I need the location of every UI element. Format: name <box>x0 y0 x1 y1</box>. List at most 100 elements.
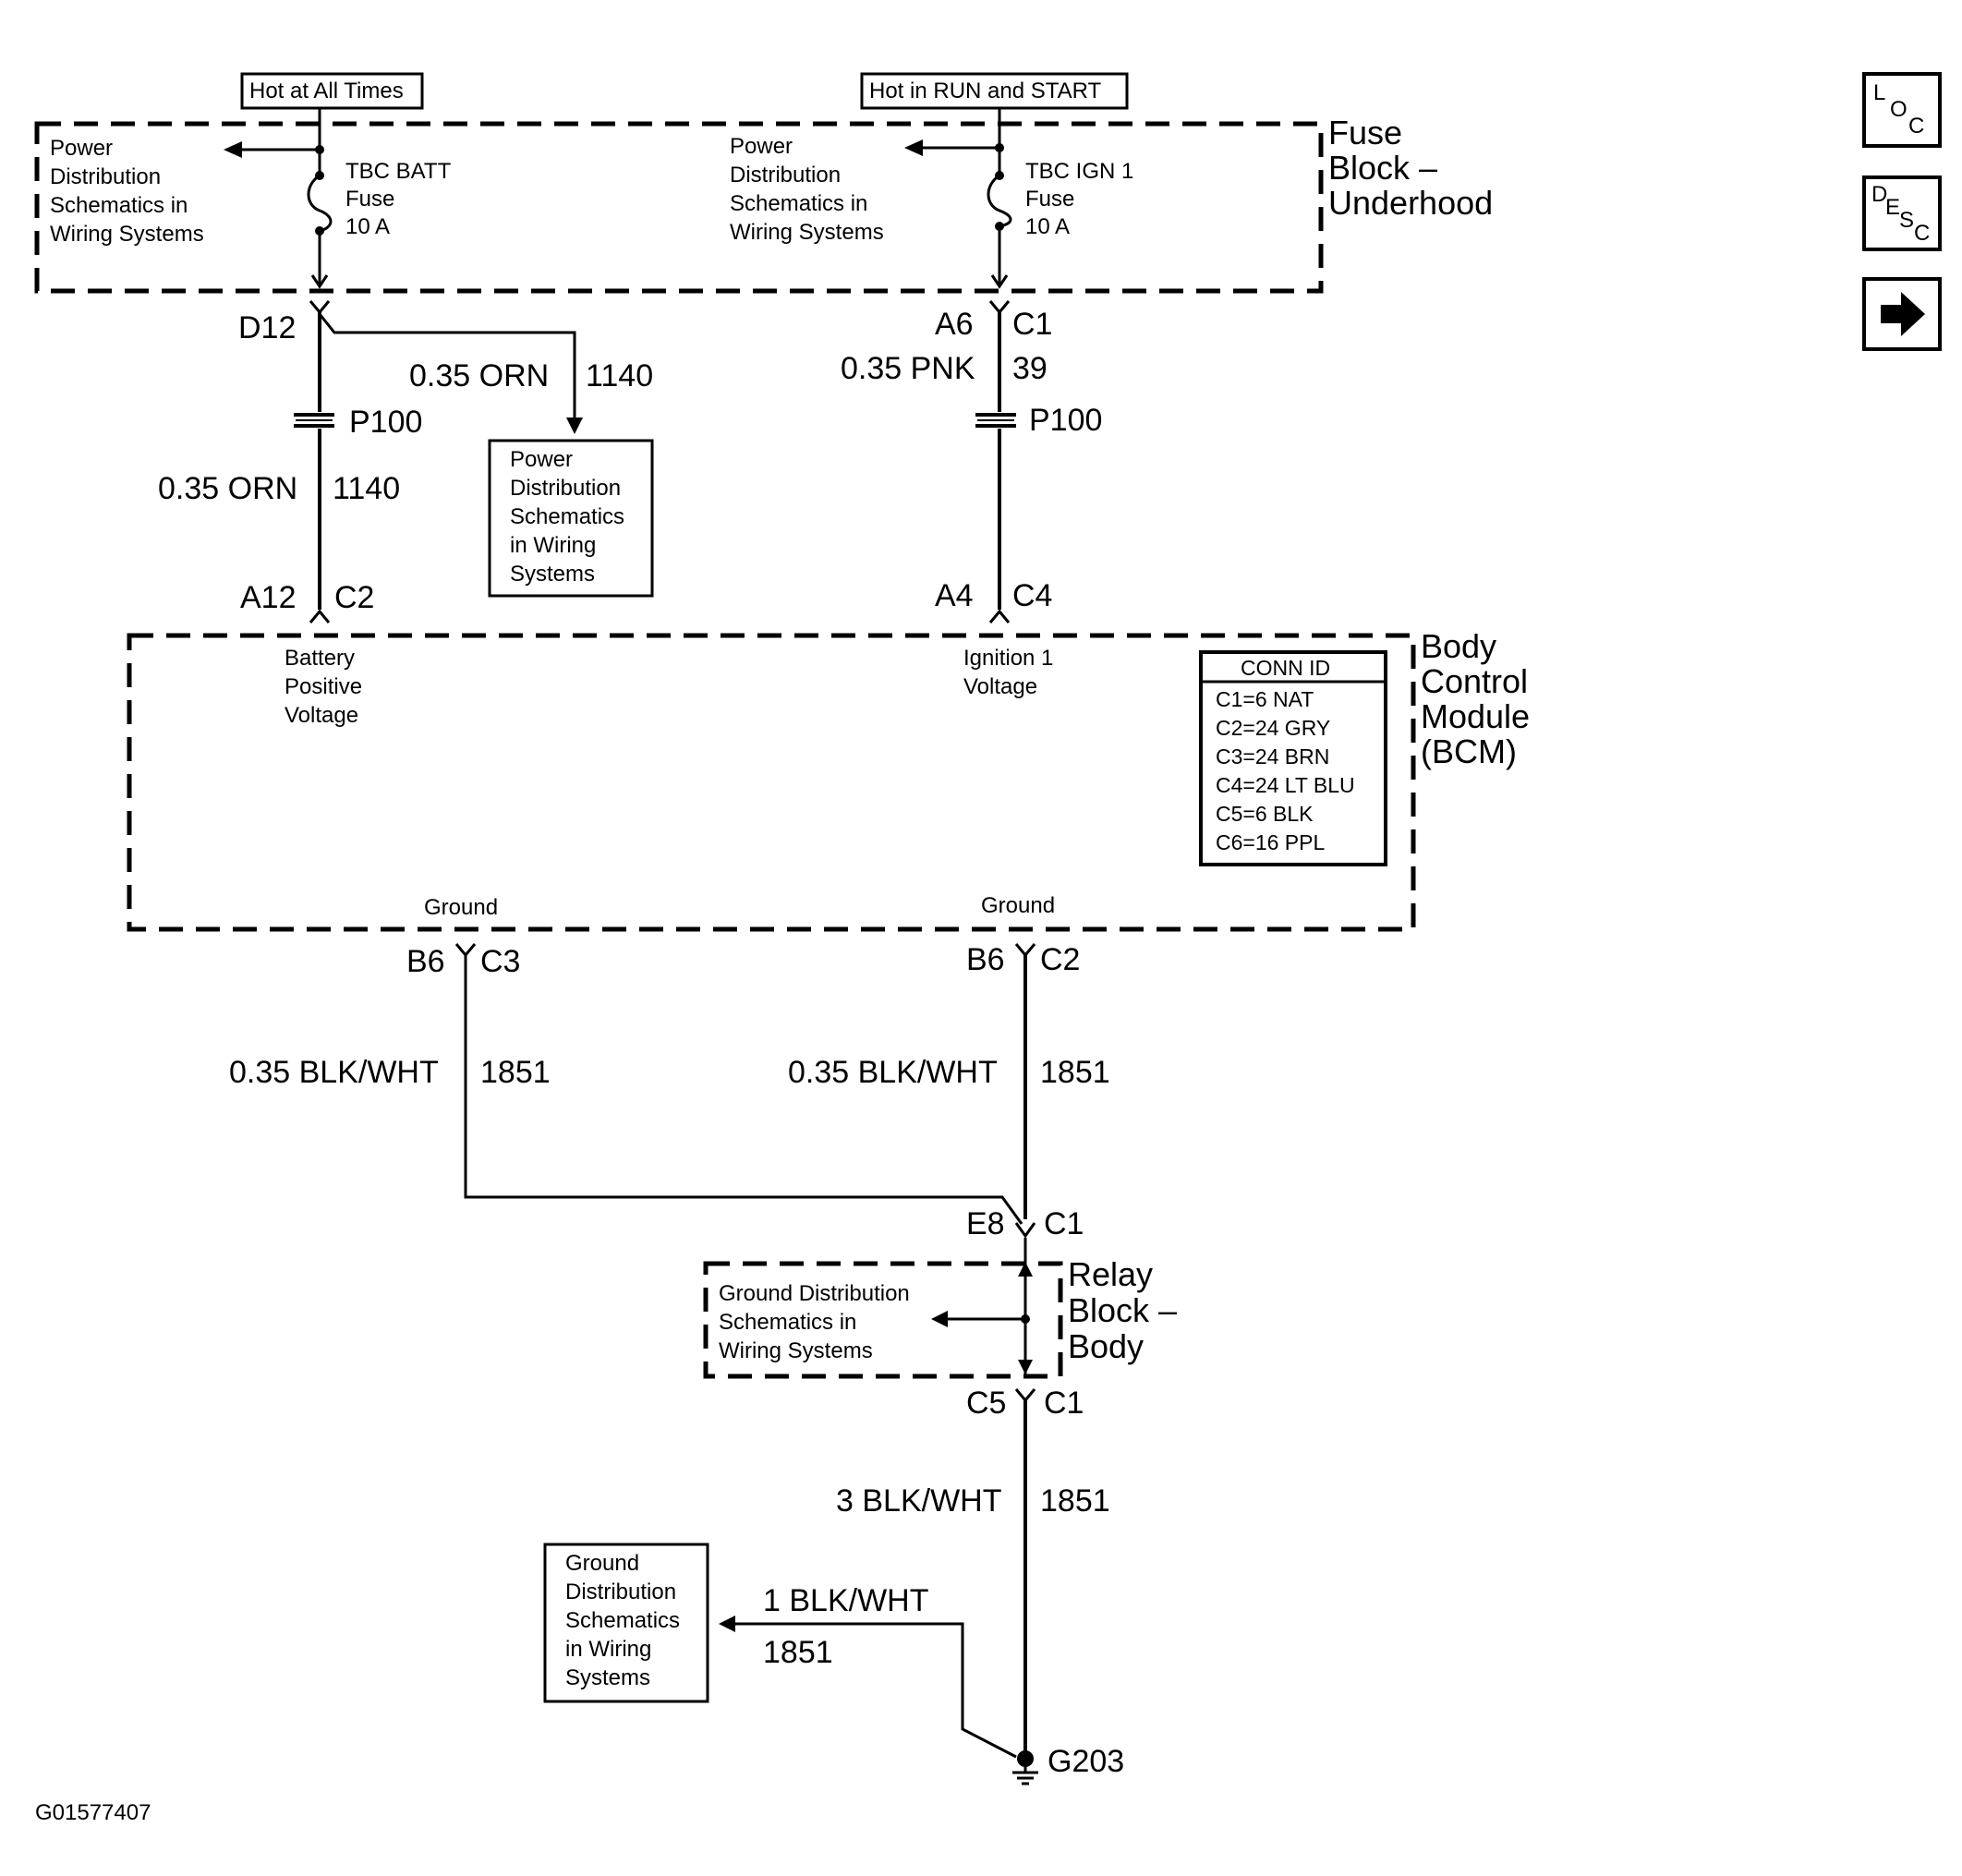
ignition-voltage-1: Ignition 1 <box>963 646 1053 671</box>
ground-distribution-ref-box <box>543 1543 709 1703</box>
connector-c5: C5 <box>966 1386 1006 1421</box>
ground-g203: G203 <box>1048 1744 1124 1779</box>
ground-box-line-2: Distribution <box>565 1579 676 1604</box>
desc-letter-c: C <box>1914 221 1930 246</box>
power-box-line-2: Distribution <box>510 476 621 501</box>
conn-id-row-4: C4=24 LT BLU <box>1216 773 1355 797</box>
tbc-batt-fuse-symbol <box>307 174 333 233</box>
power-box-line-1: Power <box>510 447 573 472</box>
relay-block-outline <box>703 1261 1063 1379</box>
hot-at-all-times-label: Hot at All Times <box>249 79 404 103</box>
bcm-title-3: Module <box>1421 697 1530 735</box>
bcm-title-4: (BCM) <box>1421 732 1517 770</box>
ground-box-line-4: in Wiring <box>565 1637 651 1662</box>
battery-voltage-1: Battery <box>285 646 355 671</box>
conn-id-title: CONN ID <box>1241 656 1330 680</box>
connector-b6-left: B6 <box>406 944 445 979</box>
ground-box-line-1: Ground <box>565 1551 639 1576</box>
inline-connector-p100-left <box>294 413 334 428</box>
conn-id-row-5: C5=6 BLK <box>1216 802 1314 826</box>
bcm-outline <box>127 633 1416 932</box>
figure-id: G01577407 <box>35 1800 151 1825</box>
fuse-block-title-2: Block – <box>1328 149 1437 187</box>
connector-a6: A6 <box>935 307 974 342</box>
loc-button[interactable]: L O C <box>1862 72 1942 148</box>
connector-c4: C4 <box>1012 578 1052 613</box>
arrow-right-icon <box>1881 292 1925 336</box>
connector-c2-bottom: C2 <box>1040 942 1080 977</box>
ignition-voltage-2: Voltage <box>963 674 1037 699</box>
left-power-ref-2: Distribution <box>50 164 161 189</box>
wire-blkwht-3-gauge: 3 BLK/WHT <box>836 1483 1001 1519</box>
connector-c1-low: C1 <box>1044 1386 1084 1421</box>
loc-letter-c: C <box>1908 114 1924 139</box>
tbc-ign1-fuse-label-1: TBC IGN 1 <box>1025 159 1133 184</box>
relay-block-title-2: Block – <box>1068 1291 1177 1329</box>
right-power-ref-3: Schematics in <box>730 191 867 216</box>
wire-blkwht-left-gauge: 0.35 BLK/WHT <box>229 1055 439 1090</box>
connector-a4: A4 <box>935 578 974 613</box>
hot-at-all-times-box <box>240 72 424 110</box>
conn-id-row-6: C6=16 PPL <box>1216 830 1325 854</box>
connector-d12: D12 <box>238 310 296 345</box>
left-power-ref-arrow <box>224 141 242 158</box>
desc-button[interactable]: D E S C <box>1862 175 1942 251</box>
fuse-block-title-1: Fuse <box>1328 114 1402 151</box>
conn-id-row-2: C2=24 GRY <box>1216 716 1330 740</box>
wire-blkwht-left-circuit: 1851 <box>480 1055 551 1090</box>
right-power-ref-1: Power <box>730 134 793 159</box>
wire-blkwht-right-gauge: 0.35 BLK/WHT <box>788 1055 998 1090</box>
circuit-1140: D12 0.35 ORN 1140 P100 0.35 ORN 1140 A12… <box>158 300 654 623</box>
fuse-block-outline <box>34 121 1324 294</box>
tbc-batt-fuse-label-2: Fuse <box>345 187 394 212</box>
next-button[interactable] <box>1862 277 1942 351</box>
relay-block-title-1: Relay <box>1068 1255 1153 1293</box>
wire-pnk-gauge: 0.35 PNK <box>841 351 975 386</box>
wire-pnk-circuit: 39 <box>1012 351 1048 386</box>
hot-in-run-start-box <box>860 72 1129 110</box>
left-power-ref-4: Wiring Systems <box>50 222 204 247</box>
wire-blkwht-1-gauge: 1 BLK/WHT <box>763 1583 928 1618</box>
fuse-block-title-3: Underhood <box>1328 184 1493 222</box>
tbc-batt-fuse-label-3: 10 A <box>345 214 390 239</box>
conn-id-table: CONN ID C1=6 NAT C2=24 GRY C3=24 BRN C4=… <box>1199 650 1387 866</box>
body-control-module: Body Control Module (BCM) Battery Positi… <box>127 627 1530 932</box>
wire-blkwht-3-circuit: 1851 <box>1040 1483 1110 1519</box>
ground-label-left: Ground <box>424 895 498 920</box>
desc-letter-e: E <box>1885 195 1900 220</box>
hot-in-run-start-label: Hot in RUN and START <box>869 79 1102 103</box>
relay-ground-ref-3: Wiring Systems <box>719 1338 873 1363</box>
tbc-ign1-fuse-label-2: Fuse <box>1025 187 1074 212</box>
ground-box-line-3: Schematics <box>565 1608 680 1633</box>
wire-orn-circuit: 1140 <box>333 471 400 506</box>
connector-e8: E8 <box>966 1206 1005 1241</box>
tbc-ign1-fuse-symbol <box>987 174 1012 228</box>
power-box-line-3: Schematics <box>510 504 624 529</box>
ground-box-line-5: Systems <box>565 1665 650 1690</box>
left-power-ref-3: Schematics in <box>50 193 188 218</box>
bcm-title-2: Control <box>1421 662 1528 700</box>
power-distribution-ref-box <box>488 439 654 598</box>
desc-letter-s: S <box>1899 208 1914 233</box>
wire-orn-gauge-branch: 0.35 ORN <box>409 358 549 393</box>
circuit-39: A6 C1 0.35 PNK 39 P100 A4 C4 <box>841 300 1102 623</box>
ground-symbol-g203 <box>1012 1750 1038 1785</box>
connector-p100-right: P100 <box>1029 403 1102 438</box>
loc-letter-l: L <box>1873 80 1885 105</box>
left-power-ref-1: Power <box>50 136 113 161</box>
connector-b6-right: B6 <box>966 942 1005 977</box>
wire-orn-circuit-branch: 1140 <box>586 358 653 393</box>
relay-ground-ref-1: Ground Distribution <box>719 1281 910 1306</box>
conn-id-row-3: C3=24 BRN <box>1216 744 1329 769</box>
battery-voltage-2: Positive <box>285 674 362 699</box>
ground-label-right: Ground <box>981 893 1055 918</box>
connector-p100-left: P100 <box>349 405 422 440</box>
wire-orn-gauge: 0.35 ORN <box>158 471 297 506</box>
right-power-ref-arrow <box>904 139 923 156</box>
connector-c2-top: C2 <box>334 580 374 615</box>
tbc-ign1-fuse-label-3: 10 A <box>1025 214 1070 239</box>
wire-blkwht-right-circuit: 1851 <box>1040 1055 1110 1090</box>
tbc-batt-fuse-label-1: TBC BATT <box>345 159 452 184</box>
battery-voltage-3: Voltage <box>285 703 358 728</box>
